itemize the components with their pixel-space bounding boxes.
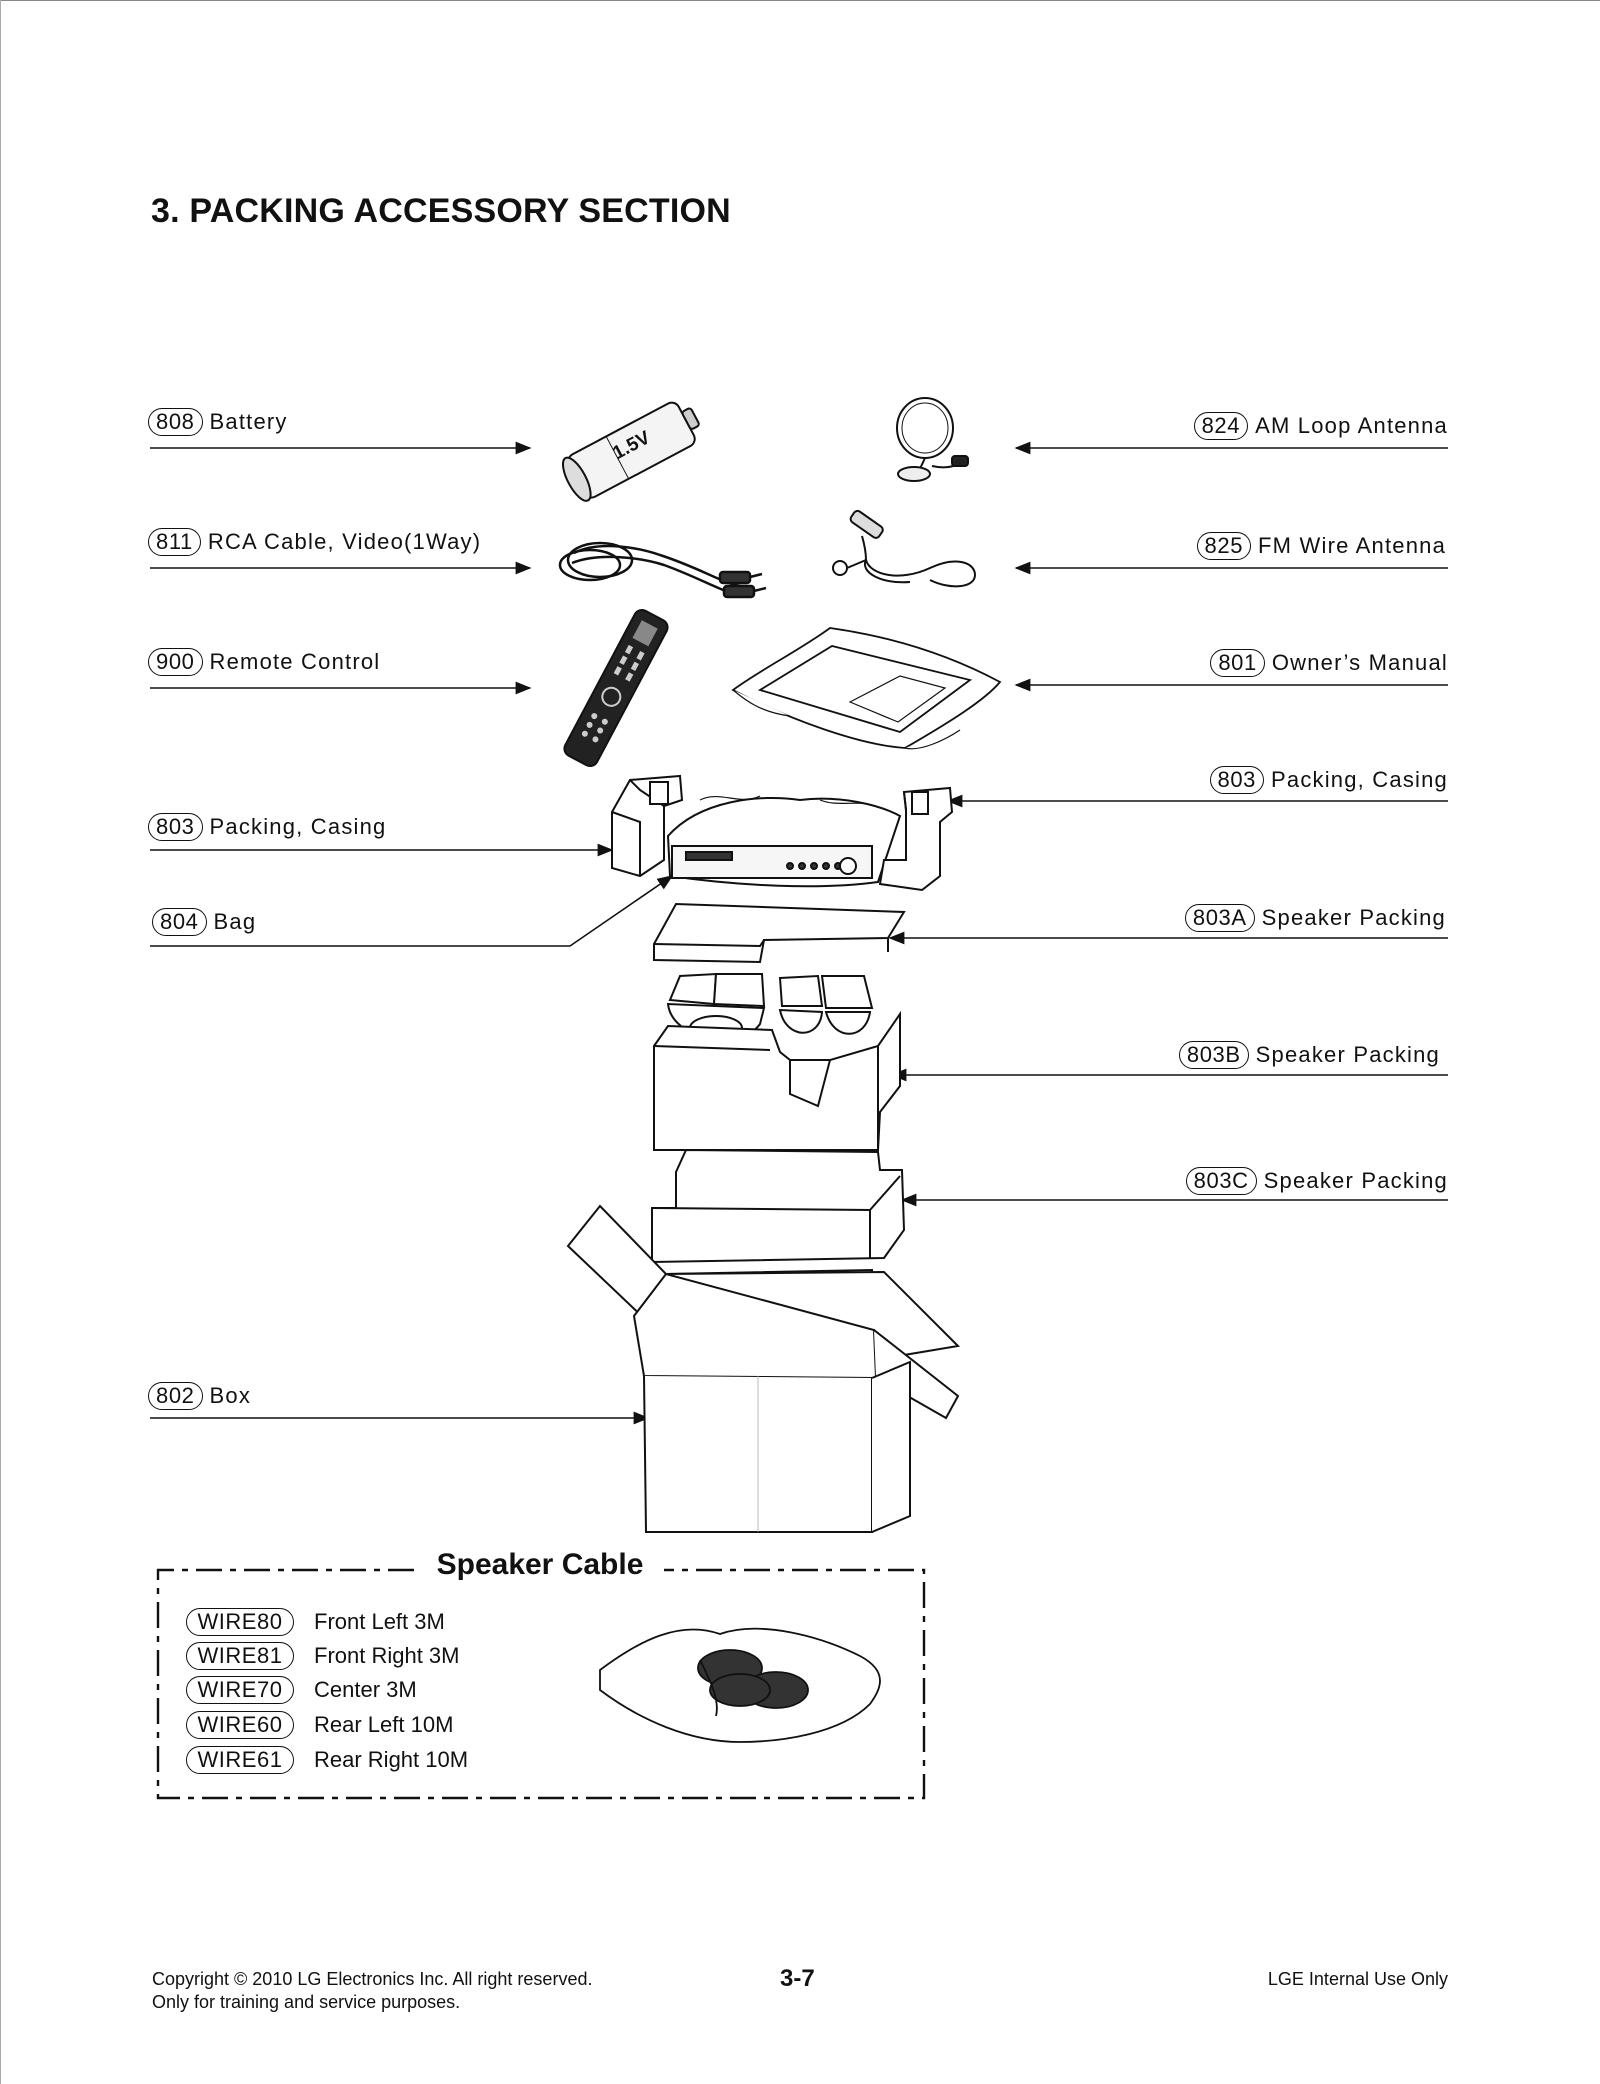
part-label: RCA Cable, Video(1Way) [207,529,482,554]
battery-illustration [562,401,700,502]
part-label: Speaker Packing [1261,905,1446,930]
wire-label: Front Right 3M [314,1643,460,1668]
wire-row: WIRE60 Rear Left 10M [186,1711,453,1739]
wire-row: WIRE81 Front Right 3M [186,1642,460,1670]
callout-802: 802 Box [148,1382,251,1410]
speaker-cable-title: Speaker Cable [420,1548,660,1582]
speaker-packing-803C-illustration [651,1148,906,1264]
callout-811: 811 RCA Cable, Video(1Way) [148,528,481,556]
part-code-badge: 803C [1185,1167,1257,1195]
part-code-badge: 804 [152,908,207,936]
rca-cable-illustration [558,541,767,599]
part-code-badge: 801 [1210,649,1265,677]
wire-code-badge: WIRE81 [186,1642,294,1670]
part-label: Packing, Casing [1271,767,1448,792]
am-loop-antenna-illustration [896,397,969,482]
part-label: Box [209,1383,252,1408]
part-code-badge: 803A [1184,904,1255,932]
remote-control-illustration [563,608,669,768]
part-code-badge: 825 [1196,532,1252,560]
callout-803-right: 803 Packing, Casing [1209,766,1449,794]
box-illustration [566,1204,961,1533]
part-code-badge: 802 [148,1382,203,1410]
part-label: Owner’s Manual [1271,650,1448,675]
part-code-badge: 803 [1209,766,1265,794]
wire-row: WIRE61 Rear Right 10M [186,1746,468,1774]
wire-code-badge: WIRE70 [186,1676,294,1704]
part-code-badge: 811 [148,528,201,556]
wire-label: Center 3M [314,1677,417,1702]
callout-803-left: 803 Packing, Casing [148,813,387,841]
callout-824: 824 AM Loop Antenna [1193,412,1448,440]
packing-casing-left-illustration [611,774,684,878]
part-label: Bag [213,909,257,934]
part-label: Speaker Packing [1255,1042,1440,1067]
fm-wire-antenna-illustration [832,509,977,588]
copyright-text: Copyright © 2010 LG Electronics Inc. All… [152,1969,593,1989]
callout-803B: 803B Speaker Packing [1178,1041,1440,1069]
part-code-badge: 803 [148,813,203,841]
page-number: 3-7 [780,1965,815,1992]
part-code-badge: 900 [148,648,203,676]
part-code-badge: 824 [1193,412,1249,440]
wire-code-badge: WIRE61 [186,1746,294,1774]
packing-casing-right-illustration [878,786,954,892]
owners-manual-illustration [731,627,1002,750]
wire-label: Rear Right 10M [314,1747,469,1772]
part-code-badge: 803B [1178,1041,1249,1069]
part-label: Packing, Casing [209,814,387,839]
page-title: 3. PACKING ACCESSORY SECTION [151,192,731,230]
callout-825: 825 FM Wire Antenna [1196,532,1446,560]
callout-803C: 803C Speaker Packing [1185,1167,1448,1195]
speaker-cable-frame [156,1568,926,1800]
speaker-packing-803B-illustration [653,1010,901,1151]
wire-label: Front Left 3M [314,1609,445,1634]
speaker-cable-coil-illustration [599,1627,881,1743]
wire-row: WIRE70 Center 3M [186,1676,417,1704]
part-label: Battery [209,409,288,434]
page-edge-left [0,0,1,2084]
part-label: AM Loop Antenna [1255,413,1448,438]
callout-804: 804 Bag [152,908,256,936]
footer-internal: LGE Internal Use Only [1267,1969,1448,1989]
speaker-packing-803A-illustration [653,902,906,964]
callout-803A: 803A Speaker Packing [1184,904,1446,932]
page-edge-top [0,0,1600,1]
part-code-badge: 808 [148,408,203,436]
footer-copyright: Copyright © 2010 LG Electronics Inc. All… [152,1968,592,2014]
callout-900: 900 Remote Control [148,648,380,676]
part-label: FM Wire Antenna [1258,533,1446,558]
part-label: Speaker Packing [1263,1168,1448,1193]
training-text: Only for training and service purposes. [152,1992,461,2012]
callout-808: 808 Battery [148,408,288,436]
part-label: Remote Control [209,649,381,674]
leader-804 [150,875,674,947]
wire-label: Rear Left 10M [314,1712,454,1737]
av-receiver-in-bag-illustration [666,795,902,888]
wire-code-badge: WIRE80 [186,1608,294,1636]
callout-801: 801 Owner’s Manual [1210,649,1448,677]
wire-row: WIRE80 Front Left 3M [186,1608,445,1636]
wire-code-badge: WIRE60 [186,1711,294,1739]
